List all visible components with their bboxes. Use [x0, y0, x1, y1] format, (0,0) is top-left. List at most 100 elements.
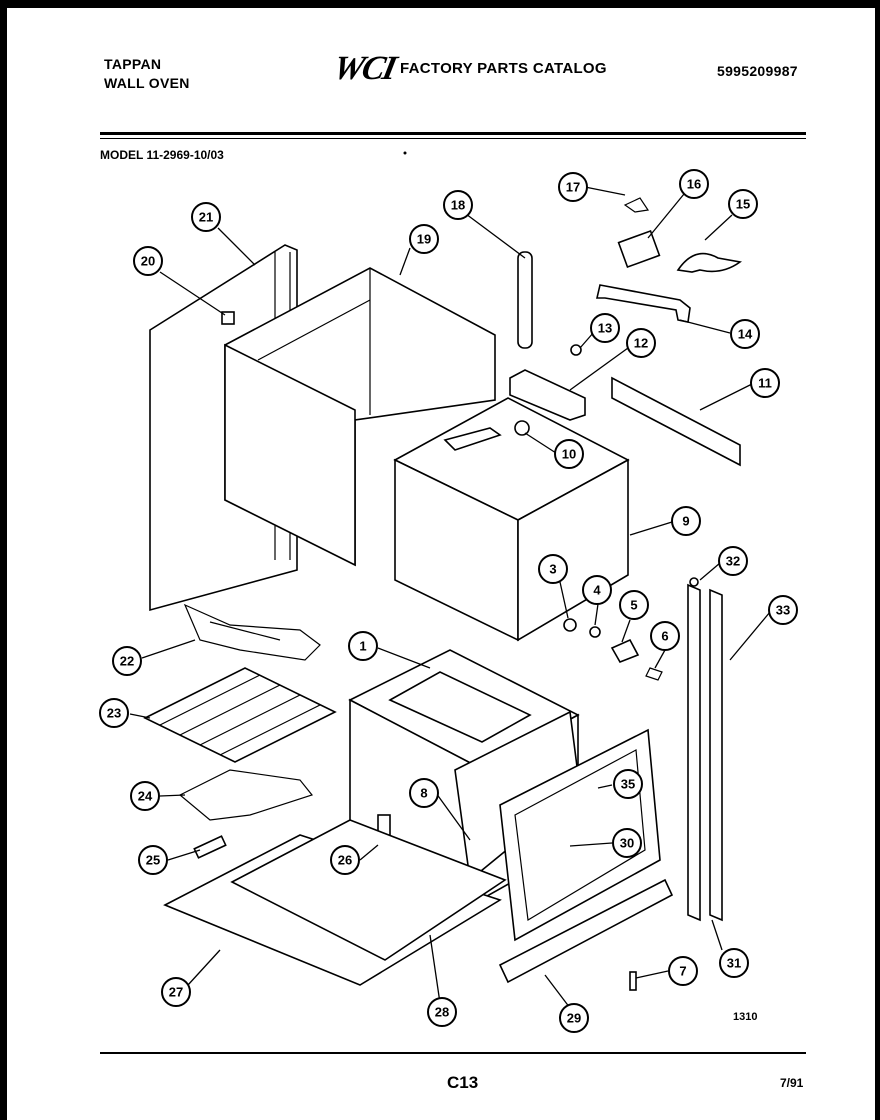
svg-text:35: 35	[621, 777, 635, 792]
callout-25: 25	[138, 845, 168, 875]
callout-16: 16	[679, 169, 709, 199]
svg-text:5: 5	[630, 598, 637, 613]
svg-text:1: 1	[359, 639, 366, 654]
callout-15: 15	[728, 189, 758, 219]
callout-14: 14	[730, 319, 760, 349]
callout-6: 6	[650, 621, 680, 651]
callout-29: 29	[559, 1003, 589, 1033]
callout-5: 5	[619, 590, 649, 620]
part-17-clip	[623, 197, 650, 213]
callout-24: 24	[130, 781, 160, 811]
svg-text:16: 16	[687, 177, 701, 192]
svg-text:24: 24	[138, 789, 153, 804]
part-15-elbow	[676, 252, 742, 273]
callout-35: 35	[613, 769, 643, 799]
svg-text:22: 22	[120, 654, 134, 669]
part-19-wrapper	[224, 267, 496, 567]
callout-10: 10	[554, 439, 584, 469]
svg-text:27: 27	[169, 985, 183, 1000]
part-31-strip	[687, 583, 701, 922]
header-rule-thick	[100, 132, 806, 135]
svg-text:29: 29	[567, 1011, 581, 1026]
callout-7: 7	[668, 956, 698, 986]
svg-text:25: 25	[146, 853, 160, 868]
callout-27: 27	[161, 977, 191, 1007]
part-22-broil-element	[183, 603, 321, 661]
callout-22: 22	[112, 646, 142, 676]
svg-text:31: 31	[727, 956, 741, 971]
callout-4: 4	[582, 575, 612, 605]
footer-rule	[100, 1052, 806, 1054]
svg-text:33: 33	[776, 603, 790, 618]
svg-text:20: 20	[141, 254, 155, 269]
svg-text:28: 28	[435, 1005, 449, 1020]
part-13-nut	[570, 344, 582, 356]
svg-text:30: 30	[620, 836, 634, 851]
callout-30: 30	[612, 828, 642, 858]
svg-text:7: 7	[679, 964, 686, 979]
scan-border-right	[875, 0, 880, 1120]
callout-12: 12	[626, 328, 656, 358]
svg-text:32: 32	[726, 554, 740, 569]
leader-lines	[129, 186, 771, 1009]
model-number: MODEL 11-2969-10/03	[100, 148, 224, 162]
callout-8: 8	[409, 778, 439, 808]
part-23-oven-rack	[143, 667, 337, 763]
svg-text:23: 23	[107, 706, 121, 721]
svg-text:9: 9	[682, 514, 689, 529]
part-29-trim-strip	[498, 878, 674, 984]
svg-text:21: 21	[199, 210, 213, 225]
callout-20: 20	[133, 246, 163, 276]
scan-border-left	[0, 0, 7, 1120]
scan-speck	[403, 151, 407, 155]
svg-text:6: 6	[661, 629, 668, 644]
callout-23: 23	[99, 698, 129, 728]
part-16-filter	[617, 229, 661, 269]
part-11-bracket	[611, 376, 741, 467]
callout-19: 19	[409, 224, 439, 254]
svg-text:8: 8	[420, 786, 427, 801]
catalog-number: 5995209987	[717, 63, 798, 79]
svg-text:11: 11	[758, 376, 772, 391]
svg-text:12: 12	[634, 336, 648, 351]
part-6-clip	[645, 667, 663, 681]
svg-text:18: 18	[451, 198, 465, 213]
part-4-orifice	[589, 626, 601, 638]
callout-31: 31	[719, 948, 749, 978]
part-33-strip	[709, 588, 723, 922]
part-9-burner-box	[393, 397, 630, 642]
callout-32: 32	[718, 546, 748, 576]
callout-28: 28	[427, 997, 457, 1027]
callout-11: 11	[750, 368, 780, 398]
callout-3: 3	[538, 554, 568, 584]
callout-1: 1	[348, 631, 378, 661]
scan-border-top	[0, 0, 880, 8]
svg-text:13: 13	[598, 321, 612, 336]
header-rule-thin	[100, 138, 806, 139]
product-type: WALL OVEN	[104, 75, 190, 91]
svg-text:14: 14	[738, 327, 753, 342]
figure-code: 1310	[733, 1011, 758, 1023]
svg-text:10: 10	[562, 447, 576, 462]
brand-name: TAPPAN	[104, 56, 162, 72]
svg-text:3: 3	[549, 562, 556, 577]
callout-17: 17	[558, 172, 588, 202]
part-7-clip	[629, 971, 637, 991]
callout-18: 18	[443, 190, 473, 220]
callout-9: 9	[671, 506, 701, 536]
callout-13: 13	[590, 313, 620, 343]
part-32-screw	[689, 577, 699, 587]
page-number: C13	[447, 1073, 479, 1092]
svg-text:15: 15	[736, 197, 750, 212]
part-5-valve	[610, 638, 640, 663]
part-28-tray	[230, 819, 507, 961]
part-3-fitting	[563, 618, 577, 632]
callout-26: 26	[330, 845, 360, 875]
part-12-vent-cover	[509, 369, 586, 421]
part-25-bracket	[193, 835, 227, 859]
catalog-title: FACTORY PARTS CATALOG	[400, 60, 607, 77]
svg-text:17: 17	[566, 180, 580, 195]
part-18-tube	[517, 251, 533, 349]
part-24-bake-element	[178, 769, 314, 821]
